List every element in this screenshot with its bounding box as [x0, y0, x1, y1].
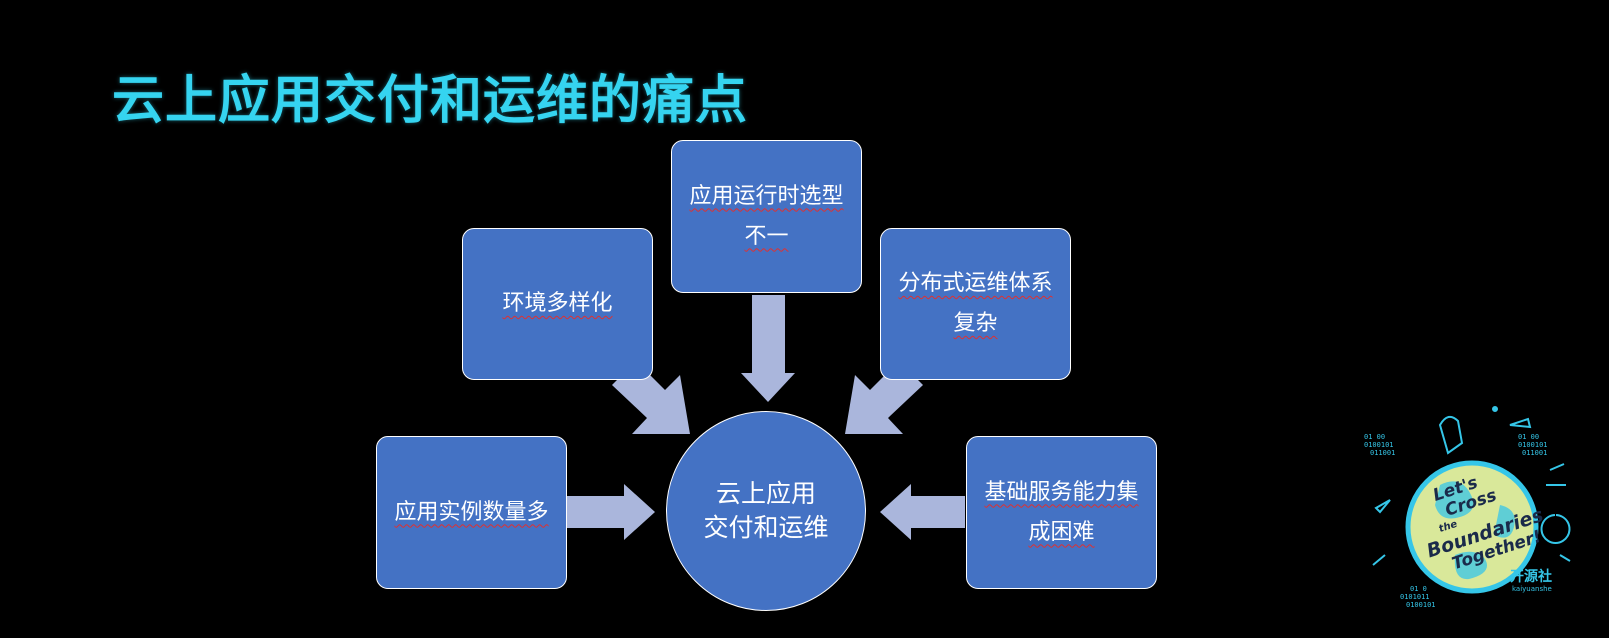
center-label-line2: 交付和运维: [703, 513, 829, 542]
page-title: 云上应用交付和运维的痛点: [112, 71, 749, 131]
svg-text:011001: 011001: [1522, 449, 1547, 457]
svg-text:0100101: 0100101: [1518, 441, 1548, 449]
node-distributed: 分布式运维体系复杂: [880, 228, 1071, 380]
logo-brand: 开源社: [1510, 568, 1552, 585]
node-label: 应用实例数量多: [394, 499, 549, 525]
center-label-line1: 云上应用: [715, 479, 816, 508]
svg-text:0100101: 0100101: [1364, 441, 1394, 449]
node-label: 应用运行时选型不一: [689, 183, 844, 249]
node-label: 基础服务能力集成困难: [984, 479, 1139, 545]
node-label: 环境多样化: [502, 291, 613, 316]
svg-text:0100101: 0100101: [1406, 601, 1436, 609]
node-instances: 应用实例数量多: [376, 436, 567, 589]
svg-text:011001: 011001: [1370, 449, 1395, 457]
arrow-instances-to-center: [567, 484, 655, 540]
arrow-infra-to-center: [880, 484, 965, 540]
node-env: 环境多样化: [462, 228, 653, 380]
svg-text:01 0: 01 0: [1410, 585, 1427, 593]
logo-brand-sub: kaiyuanshe: [1512, 585, 1552, 593]
svg-text:01 00: 01 00: [1364, 433, 1385, 441]
node-runtime: 应用运行时选型不一: [671, 140, 862, 293]
svg-text:0101011: 0101011: [1400, 593, 1430, 601]
arrow-runtime-to-center: [741, 295, 795, 402]
doodle-decoration: [1372, 406, 1571, 566]
center-node: 云上应用 交付和运维: [666, 411, 866, 611]
node-label: 分布式运维体系复杂: [898, 271, 1053, 336]
node-infra: 基础服务能力集成困难: [966, 436, 1157, 589]
svg-text:01 00: 01 00: [1518, 433, 1539, 441]
